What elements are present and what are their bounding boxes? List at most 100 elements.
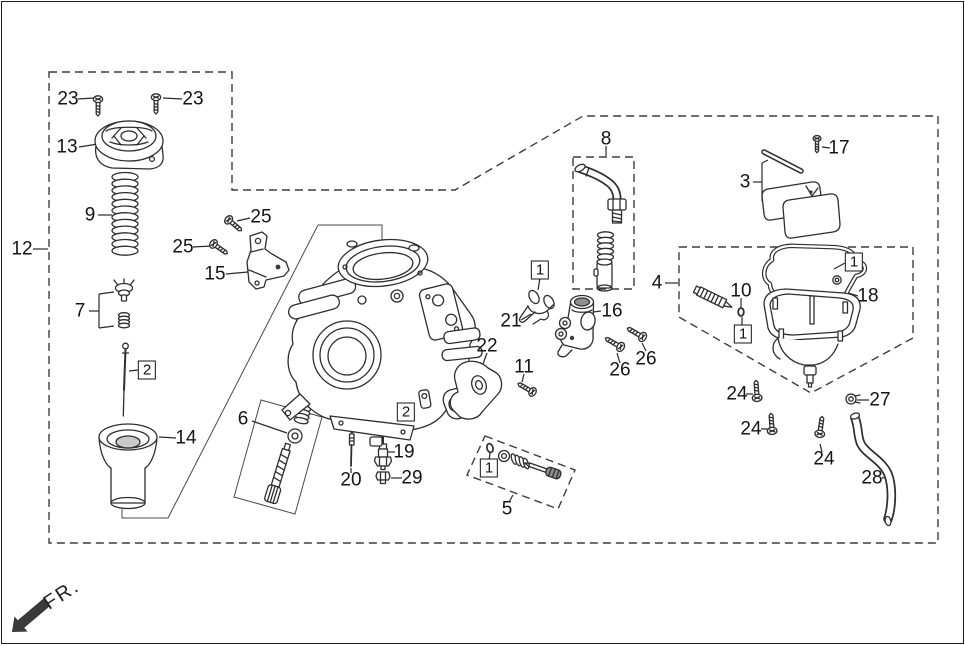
part-label-5: 5: [501, 498, 513, 520]
part-4-float-chamber-group: [693, 246, 865, 387]
part-label-7: 7: [74, 300, 86, 322]
fr-direction-arrow: [12, 598, 51, 632]
leader-line: [521, 314, 531, 320]
leader-line: [834, 263, 845, 269]
leader-line: [99, 292, 114, 294]
part-label-29: 29: [401, 467, 423, 489]
screw-23-left: [92, 95, 104, 117]
part-8-plunger-assembly: [574, 163, 626, 291]
part-label-17: 17: [828, 137, 850, 159]
dashed-boundaries: [49, 72, 938, 543]
part-label-27: 27: [869, 389, 891, 411]
leader-line: [193, 246, 211, 247]
leader-line: [237, 218, 250, 221]
part-label-3: 3: [739, 171, 751, 193]
part-label-23: 23: [57, 88, 79, 110]
part-label-28: 28: [861, 467, 883, 489]
part-5-screw-set: [486, 443, 562, 480]
part-label-11: 11: [514, 356, 534, 378]
part-label-1-boxed: 1: [844, 252, 864, 272]
leader-line: [226, 272, 248, 274]
part-label-14: 14: [175, 427, 197, 449]
part-label-1-boxed: 1: [530, 260, 550, 280]
part-3-float: [762, 152, 840, 238]
part-label-1-boxed: 1: [479, 458, 499, 478]
part-label-9: 9: [84, 204, 96, 226]
screw-26-left: [602, 333, 627, 354]
part-label-22: 22: [476, 335, 498, 357]
part-label-4: 4: [651, 272, 663, 294]
part-28-drain-tube: [850, 412, 892, 526]
leader-line: [99, 326, 114, 328]
part-label-24: 24: [813, 448, 835, 470]
screw-24-a: [750, 379, 763, 403]
part-9-spring: [112, 173, 138, 256]
float-bowl: [764, 289, 860, 387]
part-29-jet: [376, 472, 390, 484]
leader-line: [163, 98, 182, 99]
part-10-o-ring: [738, 308, 744, 316]
group-5-box: [467, 436, 575, 509]
part-18-gasket: [764, 246, 865, 299]
pilot-screw: [693, 285, 734, 311]
part-7-spring-seat-set: [114, 279, 134, 328]
leader-line: [617, 353, 620, 363]
group-4-box: [679, 247, 913, 393]
part-label-8: 8: [600, 128, 612, 150]
leader-line: [538, 278, 540, 290]
leader-line: [642, 343, 646, 351]
slide-position-line: [122, 225, 382, 518]
part-label-24: 24: [740, 418, 762, 440]
part-label-2-boxed: 2: [396, 402, 416, 422]
screw-24-b: [765, 412, 778, 436]
leader-line: [159, 437, 176, 438]
group-8-box: [573, 157, 634, 289]
part-label-19: 19: [393, 441, 415, 463]
leader-line: [593, 311, 601, 312]
screw-11: [515, 378, 539, 399]
leader-line: [522, 374, 524, 382]
part-label-15: 15: [204, 263, 226, 285]
part-label-10: 10: [730, 280, 752, 302]
part-13-top-cover: [95, 121, 163, 169]
leader-line: [820, 444, 822, 452]
part-label-20: 20: [340, 469, 362, 491]
leader-line: [78, 98, 94, 99]
leader-line: [509, 495, 513, 502]
leader-line: [762, 160, 768, 163]
part-15-bracket: [247, 232, 289, 289]
part-label-23: 23: [182, 88, 204, 110]
part-label-24: 24: [726, 383, 748, 405]
leader-line: [483, 353, 487, 364]
part-label-26: 26: [609, 359, 631, 381]
screw-23-right: [150, 93, 162, 115]
part-label-16: 16: [601, 300, 623, 322]
main-group-boundary: [49, 72, 938, 543]
part-label-13: 13: [56, 136, 78, 158]
leader-line: [822, 147, 830, 148]
leader-line: [252, 421, 287, 433]
part-2-jet-needle: [123, 343, 129, 416]
part-label-25: 25: [172, 236, 194, 258]
part-21-clip: [519, 289, 556, 324]
part-22-sensor: [443, 361, 501, 419]
part-label-2-boxed: 2: [137, 360, 157, 380]
part-20-needle: [350, 429, 355, 466]
screw-25-lower: [207, 237, 231, 259]
part-label-26: 26: [635, 348, 657, 370]
part-16-starter-valve: [556, 296, 597, 357]
part-label-21: 21: [500, 310, 522, 332]
part-label-25: 25: [250, 206, 272, 228]
part-27-clip-ring: [846, 394, 860, 404]
screw-24-c: [813, 415, 828, 439]
screw-26-right: [624, 323, 649, 344]
leader-line: [129, 370, 138, 371]
screw-17: [812, 135, 822, 154]
part-14-vacuum-piston: [99, 424, 157, 509]
part-label-12: 12: [11, 238, 33, 260]
screw-25-upper: [222, 213, 246, 235]
part-label-6: 6: [237, 408, 249, 430]
